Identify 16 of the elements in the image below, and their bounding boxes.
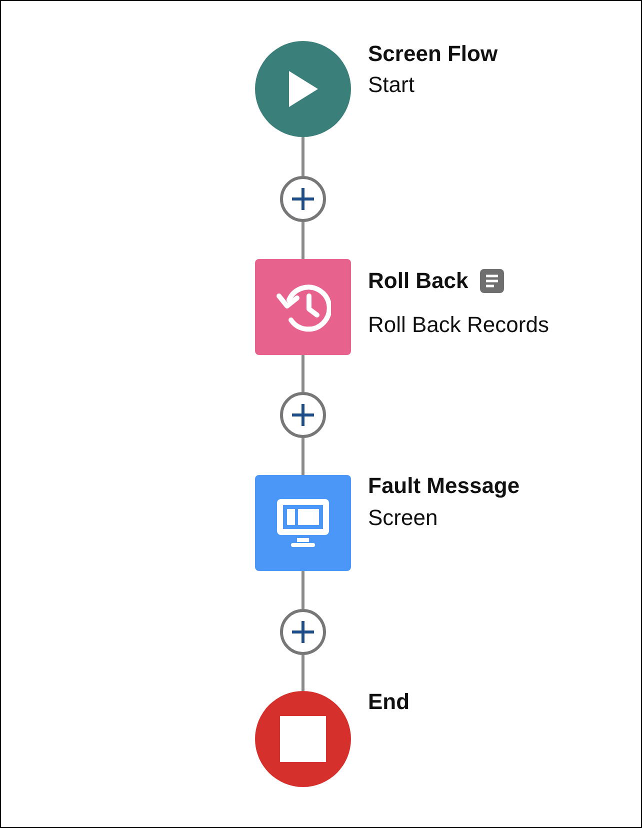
- connector-line: [302, 222, 304, 259]
- node-subtitle: Screen: [368, 504, 438, 532]
- node-title: Screen Flow: [368, 40, 498, 68]
- add-button: [280, 392, 326, 438]
- node-title: Roll Back: [368, 267, 468, 295]
- add-button: [280, 176, 326, 222]
- connector-line: [302, 571, 304, 609]
- node-title: Fault Message: [368, 472, 520, 500]
- node-subtitle: Roll Back Records: [368, 311, 549, 339]
- connector-line: [302, 137, 304, 176]
- connector-line: [302, 438, 304, 475]
- connector-line: [302, 655, 304, 691]
- add-button: [280, 609, 326, 655]
- node-subtitle: Start: [368, 71, 414, 99]
- node-title: End: [368, 688, 410, 716]
- connector-line: [302, 355, 304, 392]
